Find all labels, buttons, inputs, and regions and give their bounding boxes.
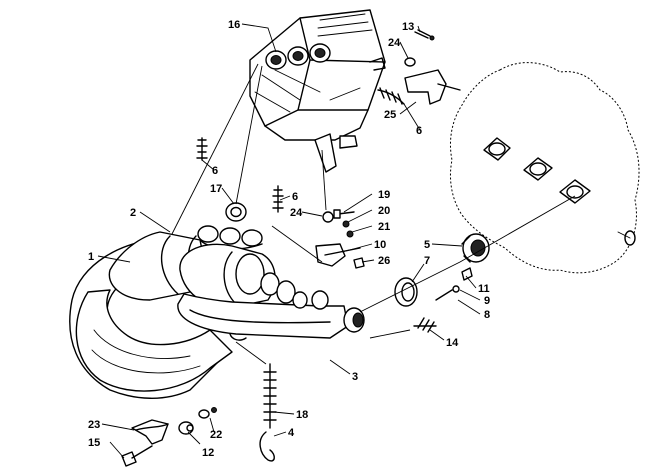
engine-block-outline <box>449 62 640 274</box>
bushing-12 <box>178 421 194 435</box>
callout-6-top: 6 <box>416 125 422 137</box>
hook-4 <box>259 431 275 462</box>
hardware-19-20-21 <box>333 209 365 269</box>
callout-7: 7 <box>424 255 430 267</box>
gasket-ring-7 <box>394 277 418 307</box>
callout-16: 16 <box>228 19 240 31</box>
spring-6-top <box>377 87 405 105</box>
rubber-grommet-24b <box>322 211 334 223</box>
callout-6-left: 6 <box>212 165 218 177</box>
callout-3: 3 <box>352 371 358 383</box>
hardware-8-9-11 <box>435 267 473 301</box>
callout-13: 13 <box>402 21 414 33</box>
spring-6-left <box>196 137 208 161</box>
callout-20: 20 <box>378 205 390 217</box>
callout-4: 4 <box>288 427 295 439</box>
callout-6-center: 6 <box>292 191 298 203</box>
callout-22: 22 <box>210 429 222 441</box>
callout-1: 1 <box>88 251 94 263</box>
callout-labels: 1 2 3 4 5 6 6 6 7 8 9 10 11 12 13 14 15 … <box>88 19 490 459</box>
exhaust-port-1 <box>483 137 511 161</box>
leader-lines <box>97 23 576 459</box>
grommet-24a <box>404 57 416 67</box>
upper-bracket <box>404 29 461 105</box>
callout-24-center: 24 <box>290 207 303 219</box>
expansion-chamber-center <box>179 243 296 308</box>
callout-12: 12 <box>202 447 214 459</box>
callout-8: 8 <box>484 309 490 321</box>
callout-18: 18 <box>296 409 308 421</box>
callout-10: 10 <box>374 239 386 251</box>
callout-25: 25 <box>384 109 396 121</box>
callout-9: 9 <box>484 295 490 307</box>
gasket-17 <box>225 202 247 222</box>
exhaust-port-2 <box>523 157 553 181</box>
callout-26: 26 <box>378 255 390 267</box>
callout-15: 15 <box>88 437 100 449</box>
spring-14 <box>413 317 437 333</box>
exhaust-port-3 <box>559 179 591 204</box>
callout-2: 2 <box>130 207 136 219</box>
callout-21: 21 <box>378 221 390 233</box>
spring-18 <box>263 363 277 429</box>
bolt-15 <box>121 445 153 467</box>
air-silencer-box <box>249 9 386 149</box>
spring-6-center <box>272 185 284 213</box>
tail-pipe <box>177 290 365 341</box>
silencer-intake-tube-3 <box>309 43 331 63</box>
callout-23: 23 <box>88 419 100 431</box>
exhaust-flange-5 <box>461 233 490 263</box>
callout-19: 19 <box>378 189 390 201</box>
callout-24-top: 24 <box>388 37 401 49</box>
callout-5: 5 <box>424 239 430 251</box>
bracket-23 <box>131 419 169 445</box>
silencer-intake-tube-1 <box>265 50 287 70</box>
callout-17: 17 <box>210 183 222 195</box>
washer-22 <box>198 407 217 419</box>
silencer-intake-tube-2 <box>287 46 309 66</box>
callout-14: 14 <box>446 337 459 349</box>
mounting-bracket <box>314 133 361 267</box>
callout-11: 11 <box>478 283 490 295</box>
